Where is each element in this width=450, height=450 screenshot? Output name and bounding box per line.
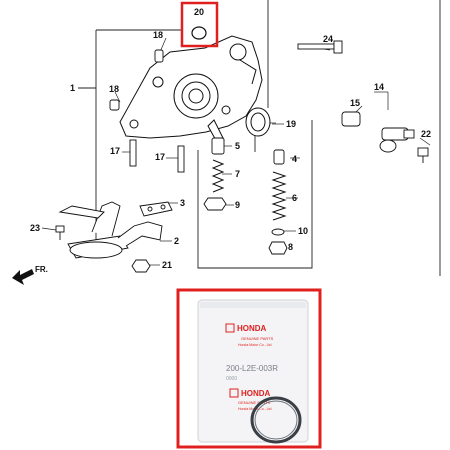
bag-seal — [200, 302, 306, 308]
oil-pump-body — [119, 35, 263, 145]
spring-6-icon — [271, 171, 287, 221]
callout-23: 23 — [30, 223, 40, 233]
callout-14: 14 — [374, 82, 384, 92]
callout-3: 3 — [180, 198, 185, 208]
callout-17: 17 — [155, 152, 165, 162]
plug-bolt-9-icon — [203, 197, 227, 211]
honda-logo-top: HONDA — [225, 323, 267, 333]
front-direction-label: FR. — [35, 265, 48, 274]
part-photo: HONDA GENUINE PARTS Honda Motor Co., Ltd… — [176, 288, 322, 449]
plastic-bag — [197, 299, 309, 443]
lot-code: 0000 — [226, 376, 237, 382]
callout-18: 18 — [109, 84, 119, 94]
oil-strainer-2-icon — [58, 201, 163, 259]
callout-2: 2 — [174, 236, 179, 246]
oil-seal-19-icon — [245, 107, 271, 137]
callout-7: 7 — [235, 169, 240, 179]
callout-22: 22 — [421, 129, 431, 139]
callout-1: 1 — [70, 83, 75, 93]
callout-numbers: 20 18 24 1 18 14 15 19 22 17 17 5 4 7 6 … — [30, 7, 431, 270]
bolt-23-icon — [55, 225, 65, 240]
callout-4: 4 — [292, 154, 297, 164]
callout-21: 21 — [162, 260, 172, 270]
highlight-box-item-20 — [180, 1, 219, 48]
company-text-top: Honda Motor Co., Ltd. — [238, 343, 272, 347]
relief-valve-4-icon — [273, 149, 285, 165]
callout-19: 19 — [286, 119, 296, 129]
dowel-pin-icon — [109, 49, 164, 111]
callout-6: 6 — [292, 193, 297, 203]
genuine-parts-text-top: GENUINE PARTS — [241, 336, 274, 341]
svg-text:HONDA: HONDA — [237, 324, 267, 333]
front-direction-arrow: FR. — [12, 265, 48, 285]
callout-20: 20 — [194, 7, 204, 17]
stud-bolt-icon — [129, 139, 185, 173]
o-ring-20-icon — [191, 26, 207, 40]
honda-logo-bottom: HONDA — [229, 388, 271, 398]
callout-5: 5 — [235, 141, 240, 151]
o-ring-photo-icon — [250, 396, 302, 444]
pressure-switch-assembly-icon — [341, 111, 429, 163]
callout-24: 24 — [323, 34, 333, 44]
callout-17: 17 — [110, 146, 120, 156]
washer-10-icon — [271, 228, 285, 236]
bolt-24-icon — [297, 40, 343, 54]
callout-18: 18 — [153, 30, 163, 40]
callout-15: 15 — [350, 98, 360, 108]
plug-bolt-8-icon — [268, 241, 288, 255]
part-number-label: 200-L2E-003R — [226, 364, 278, 373]
callout-10: 10 — [298, 226, 308, 236]
nut-21-icon — [131, 259, 151, 273]
relief-valve-5-icon — [211, 137, 225, 155]
spring-7-icon — [211, 159, 225, 193]
svg-text:HONDA: HONDA — [241, 389, 271, 398]
callout-8: 8 — [288, 242, 293, 252]
gasket-3-icon — [139, 201, 173, 217]
genuine-parts-text-bottom: GENUINE PARTS — [238, 400, 271, 405]
callout-9: 9 — [235, 200, 240, 210]
